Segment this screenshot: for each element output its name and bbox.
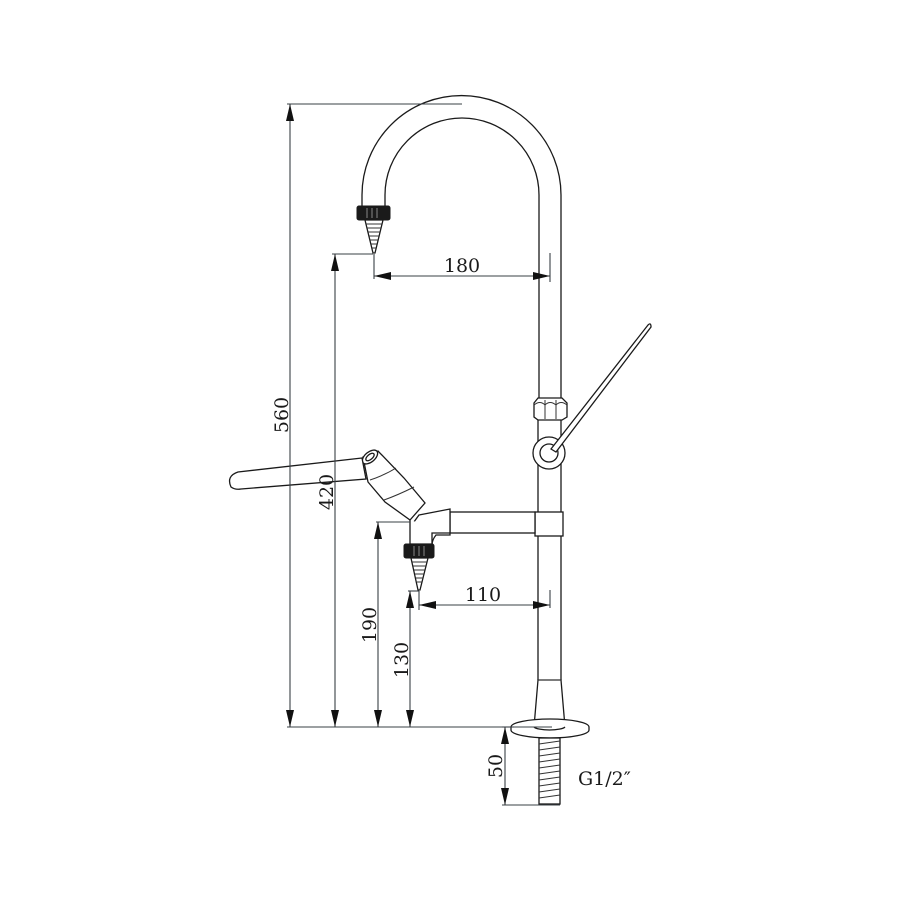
- base-flange: [510, 718, 590, 739]
- riser-collar: [534, 511, 564, 537]
- dim-shank-length-label: 50: [485, 754, 507, 778]
- dim-side-outlet-reach-label: 110: [465, 584, 501, 606]
- dim-side-outlet-height: 130: [391, 590, 419, 727]
- gooseneck-inner: [384, 117, 540, 398]
- threaded-shank: [538, 737, 561, 805]
- dim-total-height: 560: [271, 103, 462, 727]
- dim-spout-reach: 180: [373, 253, 551, 282]
- hex-nut: [533, 397, 568, 421]
- dim-total-height-label: 560: [271, 397, 293, 433]
- dim-side-outlet-reach: 110: [418, 584, 551, 610]
- side-nozzle-nut: [403, 543, 435, 559]
- thread-spec-label: G1/2″: [578, 768, 631, 790]
- gooseneck-outer: [361, 94, 562, 398]
- dim-spout-outlet-height: 420: [316, 253, 373, 727]
- dimension-lines: 560 420 190 130: [271, 103, 631, 806]
- spout-nozzle-nut: [356, 205, 391, 221]
- faucet-body: [228, 94, 652, 805]
- dim-spout-reach-label: 180: [444, 255, 480, 277]
- dim-spout-outlet-height-label: 420: [316, 474, 338, 510]
- dim-side-outlet-height-label: 130: [391, 642, 413, 678]
- dim-shank-length: 50: [485, 726, 560, 806]
- side-serrated-nozzle: [410, 557, 429, 591]
- spout-serrated-nozzle: [364, 219, 384, 254]
- side-lever-handle: [228, 457, 367, 490]
- riser-lever-handle: [550, 323, 652, 453]
- dim-side-valve-height-label: 190: [359, 607, 381, 643]
- side-arm: [449, 511, 536, 534]
- dim-side-valve-height: 190: [359, 521, 410, 727]
